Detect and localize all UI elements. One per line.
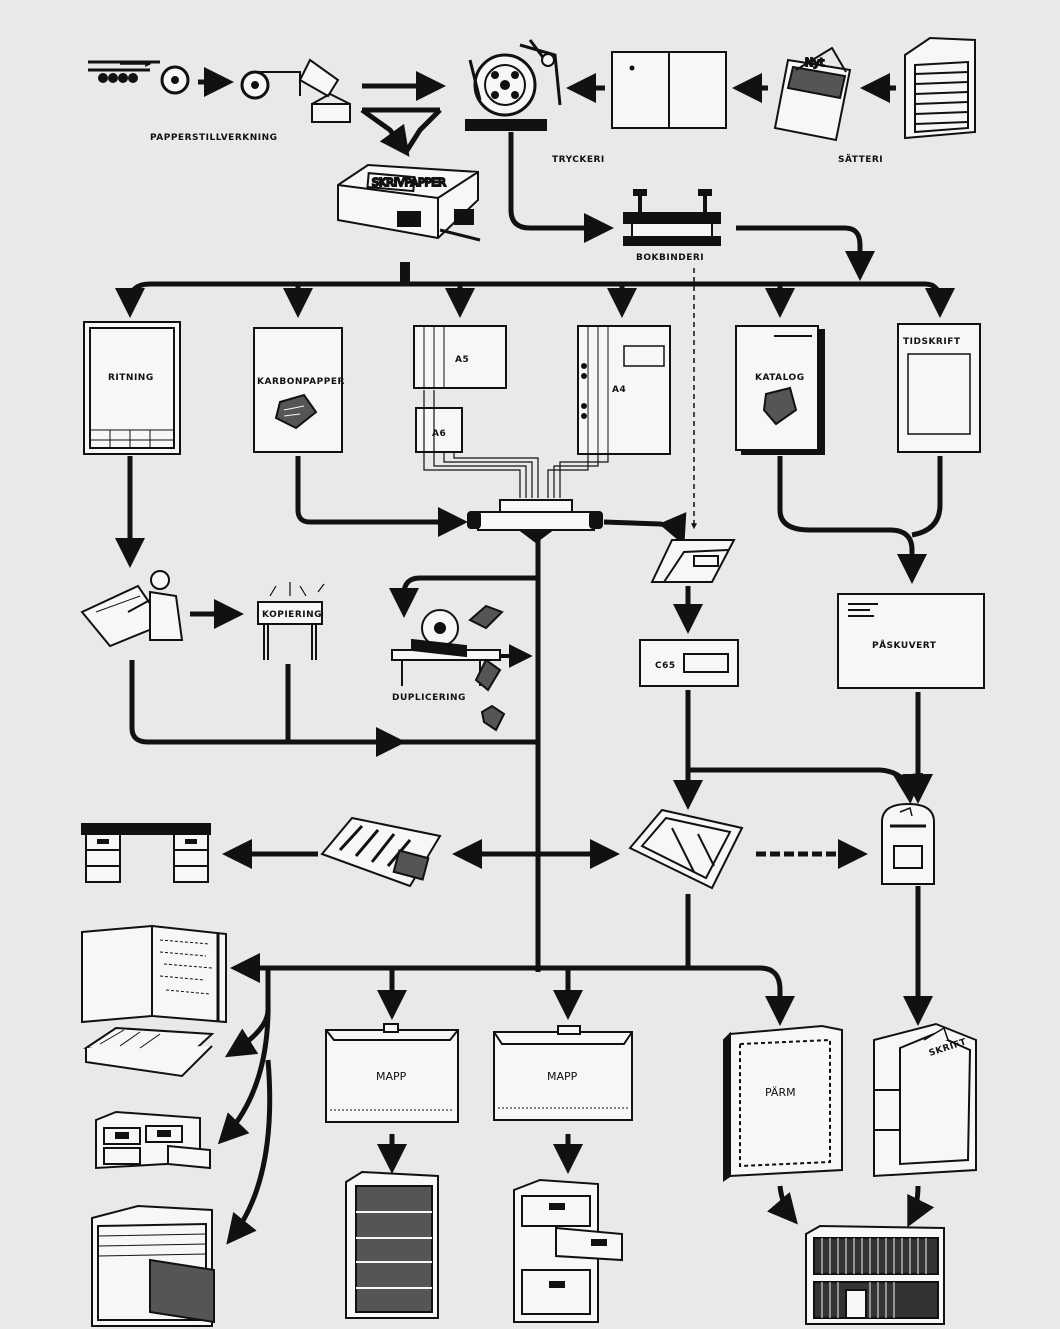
- mapp-2-label: MAPP: [547, 1070, 578, 1083]
- desk-tray-icon: [320, 816, 442, 888]
- duplicering-label: DUPLICERING: [392, 693, 466, 703]
- a5-sheet-icon: [413, 325, 507, 389]
- mapp-folder-1-icon: [325, 1023, 459, 1123]
- mapp-folder-2-icon: [493, 1025, 633, 1121]
- ritning-label: RITNING: [108, 373, 154, 383]
- karbonpapper-label: KARBONPAPPER: [257, 377, 345, 387]
- svg-text:Nyt: Nyt: [805, 56, 825, 69]
- bookshelf-icon: [805, 1224, 945, 1325]
- svg-text:SKRIVPAPPER: SKRIVPAPPER: [372, 176, 446, 189]
- c65-label: C65: [655, 661, 676, 671]
- drawing-cabinet-icon: [91, 1204, 215, 1327]
- folded-letter-icon: [650, 539, 736, 583]
- kopiering-label: KOPIERING: [262, 610, 322, 620]
- drafting-person-icon: [80, 570, 184, 648]
- paskuvert-label: PÅSKUVERT: [872, 640, 937, 651]
- parm-label: PÄRM: [765, 1086, 796, 1099]
- a5-label: A5: [455, 355, 469, 365]
- desk-icon: [81, 823, 211, 883]
- card-box-icon: [83, 1026, 215, 1078]
- format-feed-lines: [423, 390, 609, 498]
- outgoing-tray-icon: [628, 808, 744, 890]
- filing-cabinet-icon: [513, 1178, 623, 1323]
- card-drawer-cabinet-icon: [95, 1110, 211, 1170]
- tidskrift-magazine-icon: [897, 323, 981, 453]
- copying-machine-icon: [257, 582, 325, 660]
- type-cabinet-icon: [904, 36, 976, 140]
- mailbox-icon: [881, 802, 935, 885]
- ream-stem: [400, 262, 410, 284]
- paper-roll-icon: [240, 58, 351, 123]
- tidskrift-label: TIDSKRIFT: [903, 337, 961, 347]
- magazine-holder-icon: [873, 1022, 977, 1178]
- parm-binder-icon: [723, 1024, 843, 1182]
- satteri-label: SÄTTERI: [838, 154, 883, 165]
- katalog-booklet-icon: [735, 325, 825, 455]
- bokbinderi-label: BOKBINDERI: [636, 253, 704, 263]
- index-binder-icon: [81, 924, 227, 1024]
- printed-sheet-icon: [611, 51, 727, 129]
- ritning-sheet-icon: [83, 321, 181, 455]
- folding-machine-icon: [467, 499, 603, 544]
- mapp-1-label: MAPP: [376, 1070, 407, 1083]
- duplicator-icon: [391, 604, 506, 732]
- a6-label: A6: [432, 429, 446, 439]
- tryckeri-label: TRYCKERI: [552, 155, 605, 165]
- katalog-label: KATALOG: [755, 373, 805, 383]
- book-press-icon: [623, 189, 721, 246]
- c65-envelope-icon: [639, 639, 739, 687]
- a4-sheet-icon: [577, 325, 671, 455]
- paskuvert-envelope-icon: [837, 593, 985, 689]
- printing-press-icon: [465, 39, 562, 131]
- papperstillverkning-label: PAPPERSTILLVERKNING: [150, 133, 278, 143]
- type-galley-icon: Nyt: [773, 46, 852, 142]
- karbonpapper-sheet-icon: [253, 327, 343, 453]
- open-shelf-cabinet-icon: [345, 1170, 439, 1319]
- a4-label: A4: [612, 385, 626, 395]
- paper-ream-icon: SKRIVPAPPER: [337, 163, 481, 242]
- paper-machine-icon: [88, 60, 190, 95]
